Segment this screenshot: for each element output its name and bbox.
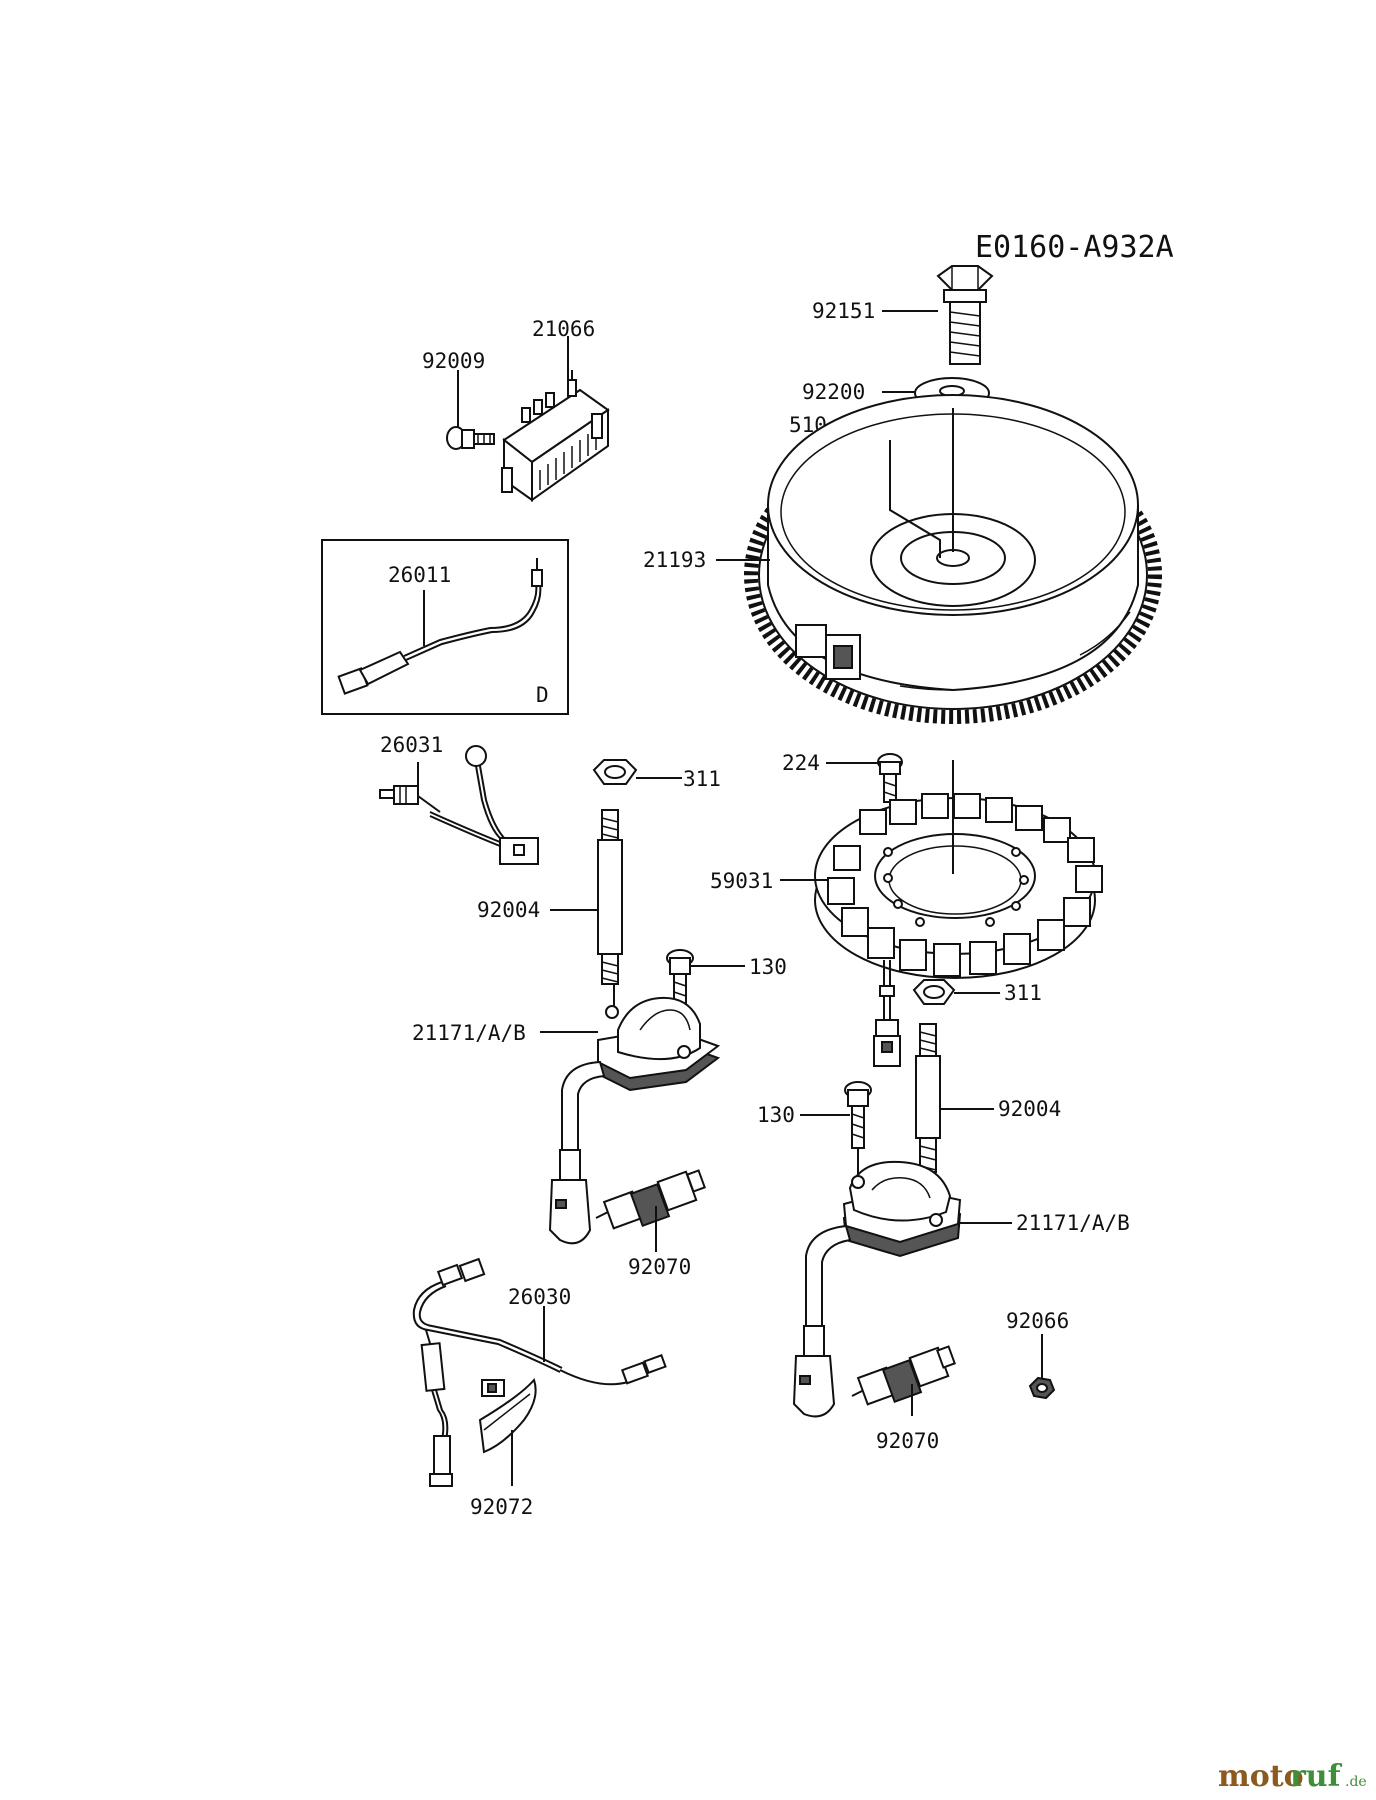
watermark-suffix: .de: [1345, 1774, 1367, 1790]
label-92072: 92072: [470, 1495, 533, 1519]
watermark-part1: moto: [1218, 1759, 1304, 1794]
nut-311-right-drawing: [912, 979, 956, 1005]
bolt-224-drawing: [877, 753, 903, 803]
label-21171-left: 21171/A/B: [412, 1021, 526, 1045]
ignition-coil-right-drawing: [792, 1148, 962, 1418]
ignition-coil-left-drawing: [548, 984, 721, 1245]
site-watermark-logo: moto ruf .de: [1218, 1759, 1367, 1794]
label-26031: 26031: [380, 733, 443, 757]
stud-92004-left-drawing: [597, 809, 623, 985]
harness-26030-drawing: [412, 1257, 667, 1487]
label-26030: 26030: [508, 1285, 571, 1309]
inset-tag: D: [536, 683, 549, 707]
label-311-left: 311: [683, 767, 721, 791]
label-21171-right: 21171/A/B: [1016, 1211, 1130, 1235]
diagram-code: E0160-A932A: [975, 230, 1174, 265]
label-92070-right: 92070: [876, 1429, 939, 1453]
nut-92066-drawing: [1028, 1376, 1056, 1400]
label-92151: 92151: [812, 299, 875, 323]
spark-plug-left-drawing: [595, 1169, 706, 1230]
label-311-right: 311: [1004, 981, 1042, 1005]
harness-26031-drawing: [379, 745, 539, 865]
sensor-wire-drawing: [337, 558, 543, 695]
label-92066: 92066: [1006, 1309, 1069, 1333]
clamp-92072-drawing: [478, 1378, 537, 1454]
flywheel-bolt-drawing: [936, 265, 994, 365]
stator-drawing: [814, 760, 1103, 1067]
label-130-left: 130: [749, 955, 787, 979]
label-21066: 21066: [532, 317, 595, 341]
regulator-drawing: [501, 370, 610, 502]
label-130-right: 130: [757, 1103, 795, 1127]
inset-frame: [321, 539, 569, 715]
label-92009: 92009: [422, 349, 485, 373]
label-59031: 59031: [710, 869, 773, 893]
bolt-130-left-drawing: [666, 949, 694, 1017]
label-21193: 21193: [643, 548, 706, 572]
label-92004-left: 92004: [477, 898, 540, 922]
label-92070-left: 92070: [628, 1255, 691, 1279]
watermark-part2: ruf: [1290, 1759, 1343, 1794]
flywheel-drawing: [744, 394, 1162, 724]
label-26011: 26011: [388, 563, 451, 587]
label-92004-right: 92004: [998, 1097, 1061, 1121]
label-92200: 92200: [802, 380, 865, 404]
label-224: 224: [782, 751, 820, 775]
nut-311-left-drawing: [592, 759, 638, 785]
spark-plug-right-drawing: [851, 1345, 956, 1406]
regulator-screw-drawing: [446, 426, 495, 450]
